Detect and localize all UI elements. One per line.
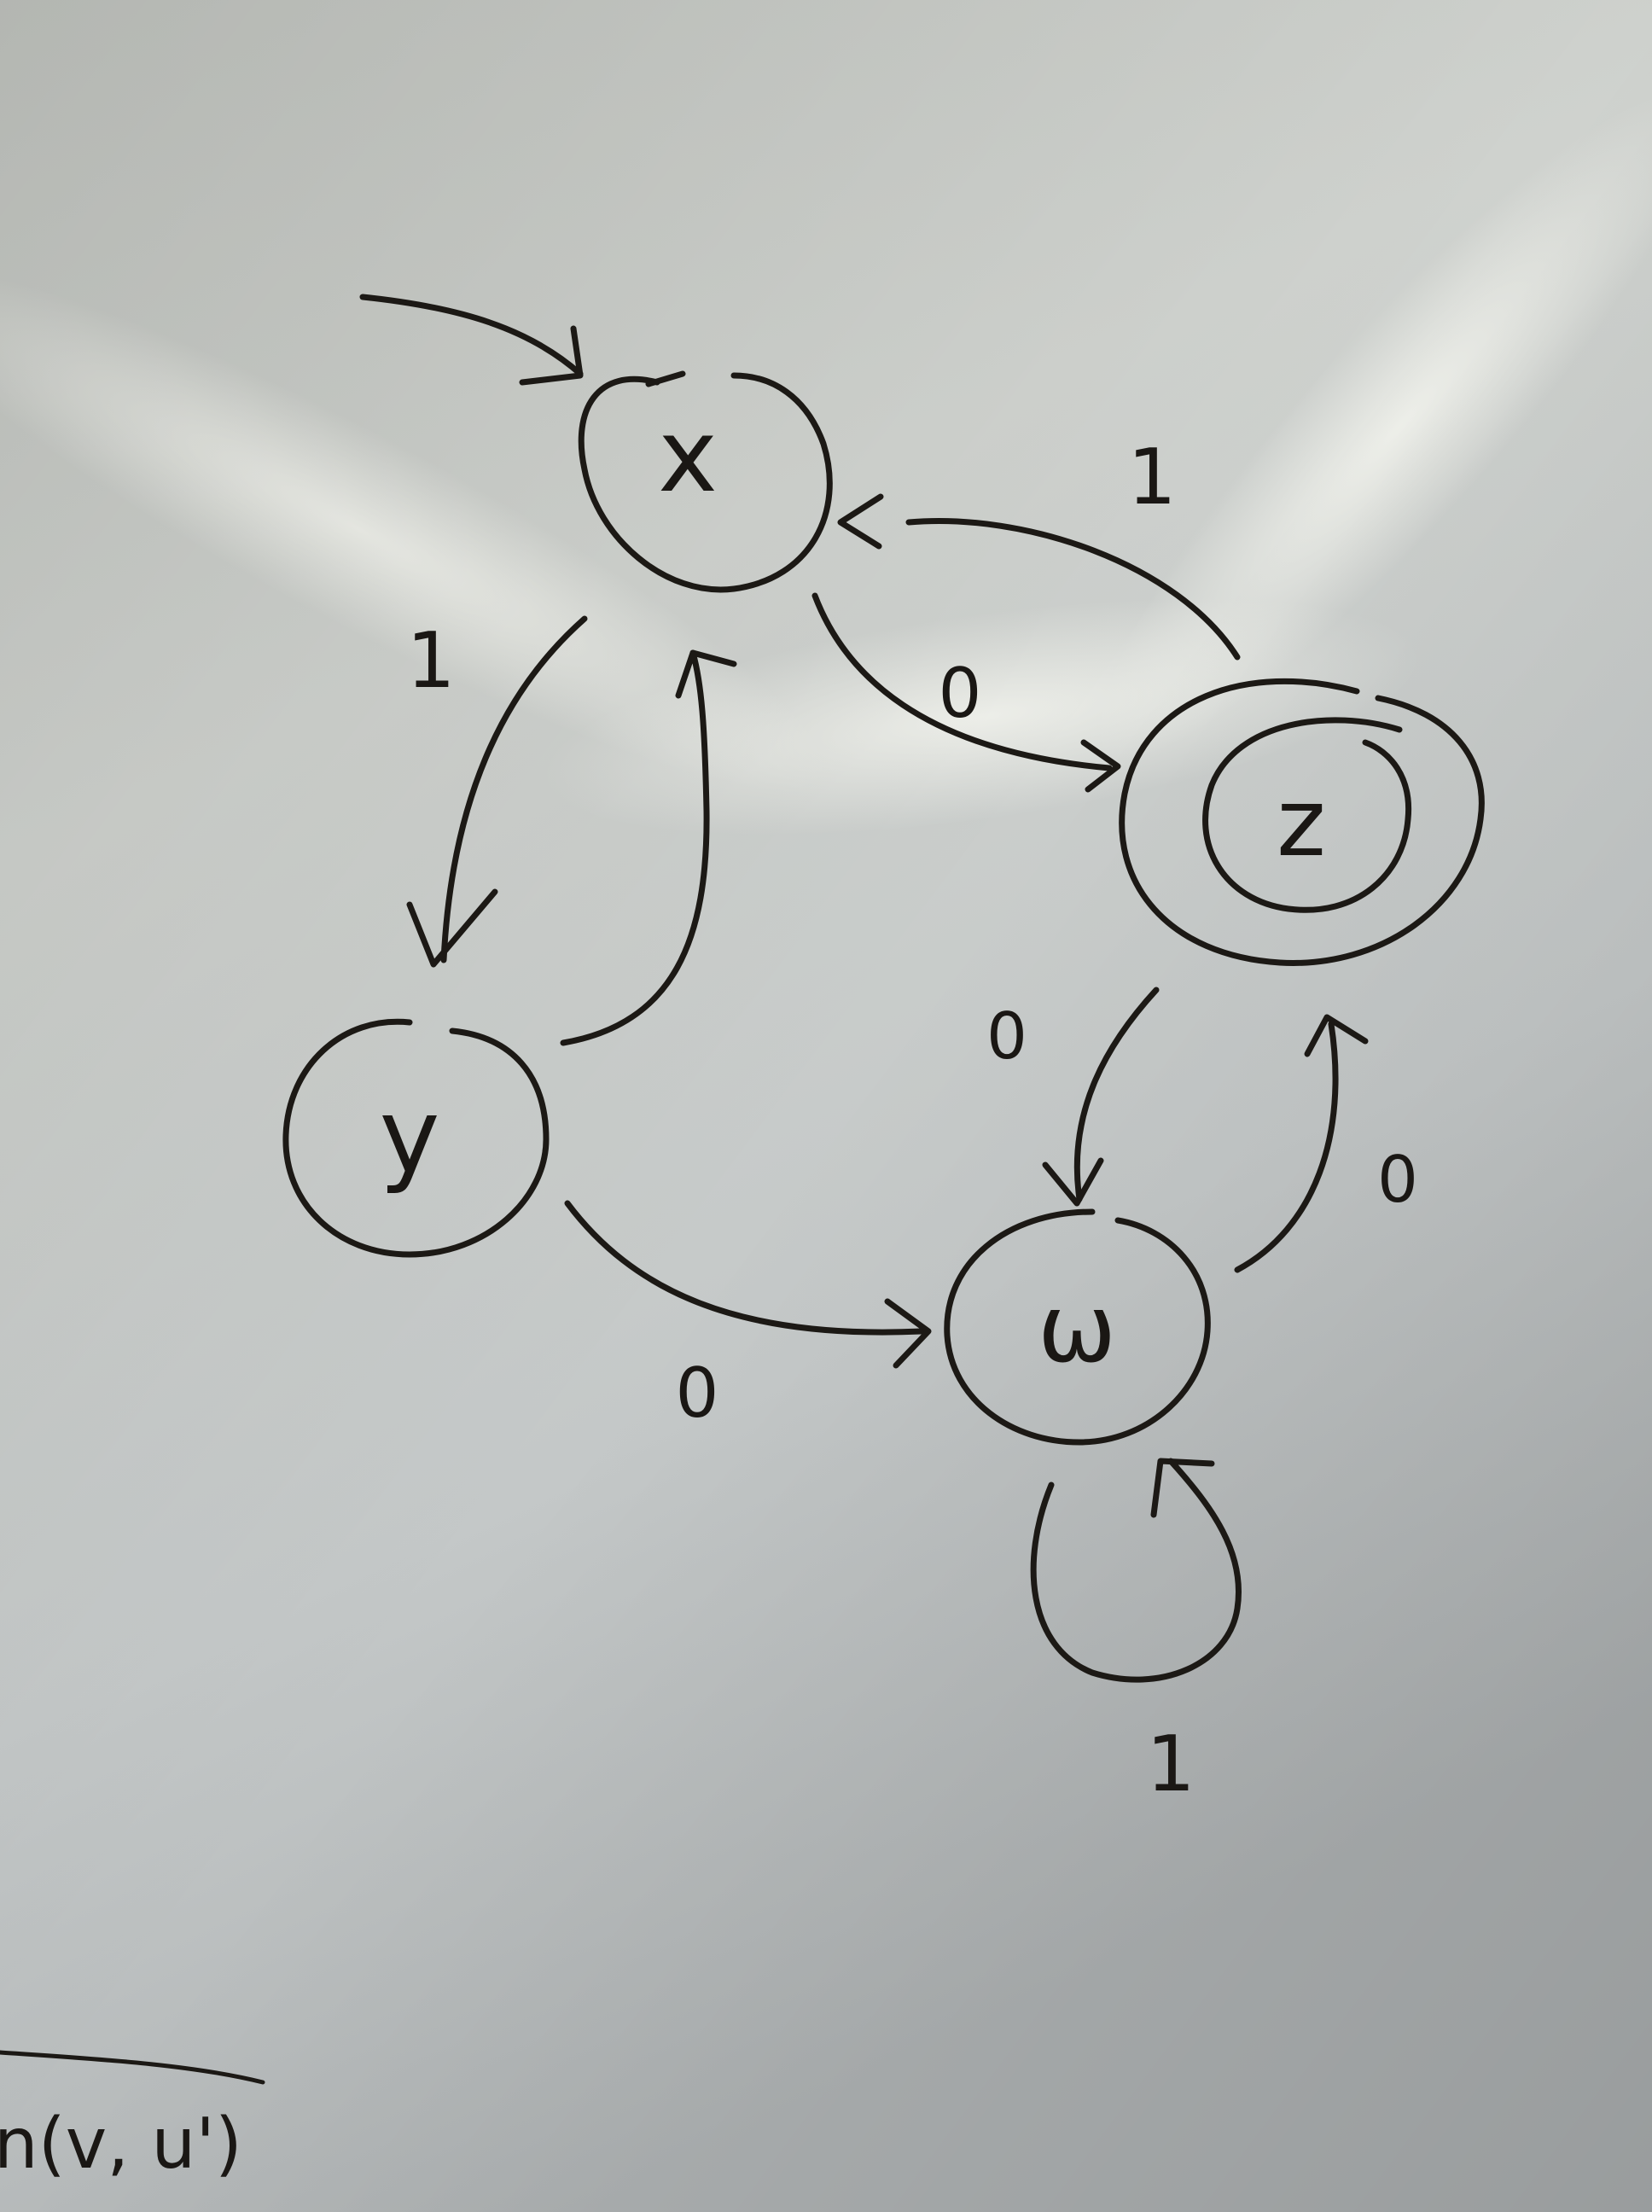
state-w-label: ω xyxy=(1038,1274,1116,1383)
transition-z-to-w: 0 xyxy=(986,987,1160,1207)
state-y: y xyxy=(282,1018,550,1258)
state-w: ω xyxy=(944,1208,1211,1446)
corner-note: in(v, u') xyxy=(0,2050,265,2185)
label-x-to-y: 1 xyxy=(406,616,455,706)
corner-note-text: in(v, u') xyxy=(0,2104,242,2185)
label-y-to-w: 0 xyxy=(676,1353,719,1433)
state-y-label: y xyxy=(379,1078,439,1196)
label-z-to-w: 0 xyxy=(986,998,1027,1074)
state-x-label: x xyxy=(658,397,718,515)
state-z: z xyxy=(1119,678,1485,966)
start-arrow xyxy=(359,294,584,386)
label-x-to-z: 0 xyxy=(939,654,982,733)
label-w-self-loop: 1 xyxy=(1146,1720,1195,1809)
transition-y-to-w: 0 xyxy=(564,1200,932,1433)
transition-z-to-x: 1 xyxy=(837,433,1241,661)
label-z-to-x: 1 xyxy=(1127,433,1176,522)
transition-x-to-z: 0 xyxy=(811,592,1121,793)
state-z-label: z xyxy=(1277,768,1326,877)
transition-w-to-z: 0 xyxy=(1234,1014,1418,1273)
state-x: x xyxy=(578,370,833,593)
label-w-to-z: 0 xyxy=(1377,1142,1418,1217)
transition-w-self-loop: 1 xyxy=(1030,1458,1242,1809)
transition-x-to-y: 1 xyxy=(406,615,588,968)
transition-y-to-x xyxy=(560,649,737,1046)
